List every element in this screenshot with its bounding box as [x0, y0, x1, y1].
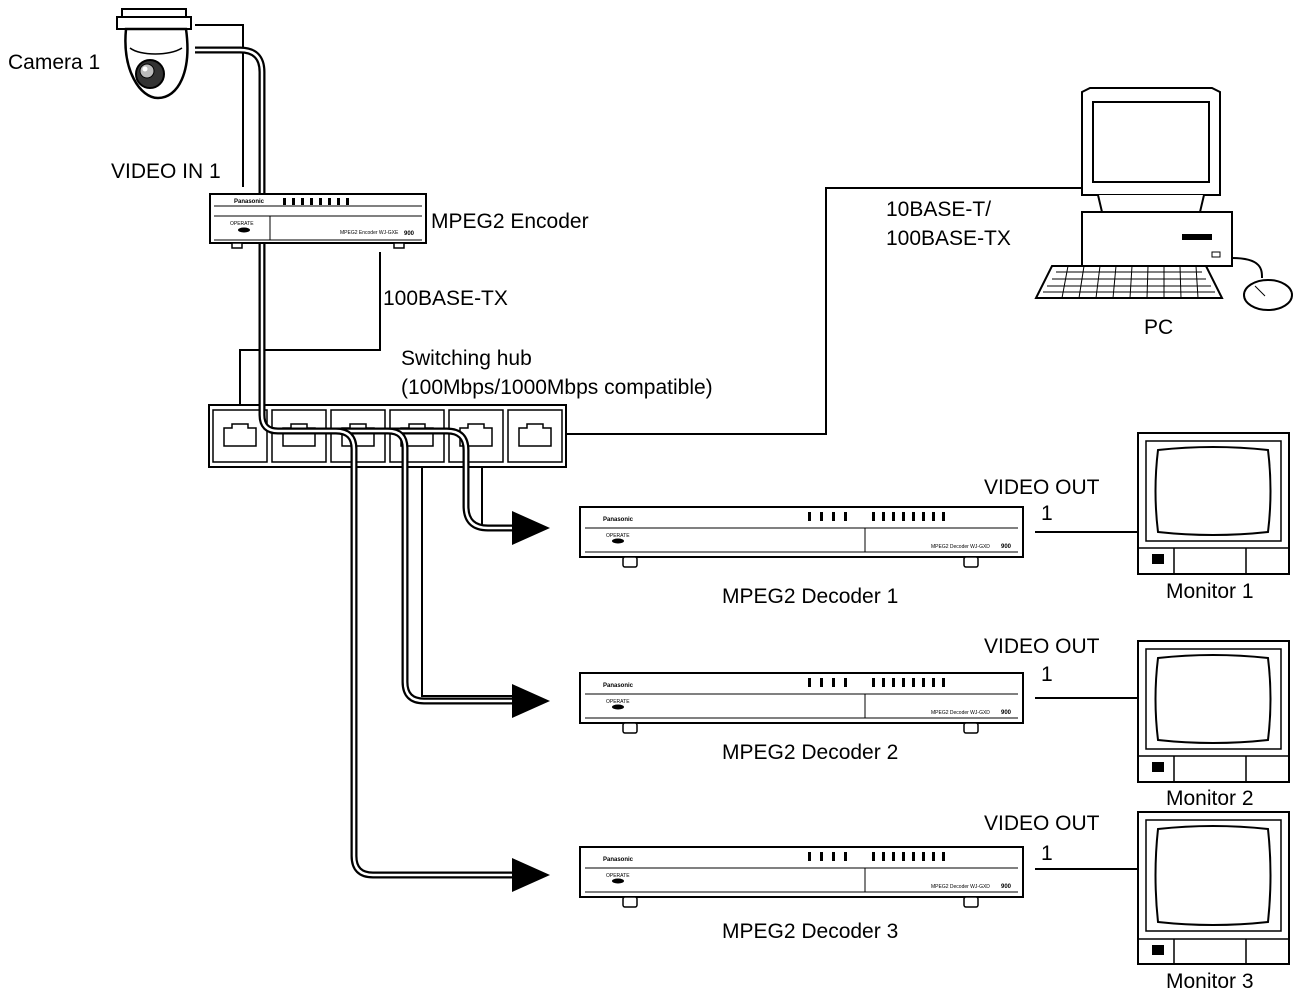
decoder-3-model-number: 900 [1001, 884, 1012, 890]
stream-route-decoder-2 [387, 427, 515, 705]
decoder-1-model-number: 900 [1001, 544, 1012, 550]
encoder-operate-label: OPERATE [230, 221, 254, 227]
encoder-link-label: 100BASE-TX [383, 287, 508, 310]
video-out-label-3: VIDEO OUT [984, 812, 1100, 835]
cable-encoder-to-hub [239, 252, 381, 412]
decoder-1-status-leds [808, 512, 945, 521]
monitor-2-icon [1137, 640, 1290, 783]
hub-port-2 [271, 409, 327, 463]
cable-pc-to-hub [565, 187, 1100, 435]
pc-link-label-line-2: 100BASE-TX [886, 227, 1011, 250]
decoder-2-label: MPEG2 Decoder 2 [722, 741, 899, 764]
decoder-1-brand: Panasonic [603, 517, 634, 523]
video-out-channel-2: 1 [1041, 663, 1053, 686]
decoder-1-label: MPEG2 Decoder 1 [722, 585, 899, 608]
encoder-indicator-leds [283, 198, 349, 205]
video-in-label: VIDEO IN 1 [111, 160, 221, 183]
decoder-2-model-number: 900 [1001, 710, 1012, 716]
switching-hub [208, 404, 567, 468]
decoder-3-label: MPEG2 Decoder 3 [722, 920, 899, 943]
video-out-label-2: VIDEO OUT [984, 635, 1100, 658]
encoder-label: MPEG2 Encoder [431, 210, 589, 233]
decoder-3-operate-label: OPERATE [606, 873, 630, 879]
decoder-3-status-leds [808, 852, 945, 861]
pc-icon [1034, 87, 1293, 311]
video-cable-camera [195, 24, 244, 187]
mpeg2-decoder-1: Panasonic OPERATE MPEG2 Decoder WJ-GXD 9… [579, 506, 1024, 568]
mpeg2-encoder-device: Panasonic OPERATE MPEG2 Encoder WJ-GXE 9… [209, 193, 427, 249]
decoder-2-model-label: MPEG2 Decoder WJ-GXD [931, 710, 990, 716]
decoder-1-operate-label: OPERATE [606, 533, 630, 539]
video-out-channel-3: 1 [1041, 842, 1053, 865]
pc-link-label-line-1: 10BASE-T/ [886, 198, 992, 221]
encoder-brand: Panasonic [234, 199, 265, 205]
arrow-to-decoder-2 [512, 684, 550, 718]
decoder-2-brand: Panasonic [603, 683, 634, 689]
dome-camera-icon [116, 8, 192, 100]
video-out-channel-1: 1 [1041, 502, 1053, 525]
arrow-to-decoder-3 [512, 858, 550, 892]
mpeg2-decoder-3: Panasonic OPERATE MPEG2 Decoder WJ-GXD 9… [579, 846, 1024, 908]
encoder-model-label: MPEG2 Encoder WJ-GXE [340, 230, 399, 236]
camera-label: Camera 1 [8, 51, 101, 74]
decoder-2-operate-label: OPERATE [606, 699, 630, 705]
pc-label: PC [1144, 316, 1174, 339]
hub-subtitle: (100Mbps/1000Mbps compatible) [401, 376, 713, 399]
monitor-1-icon [1137, 432, 1290, 575]
decoder-3-model-label: MPEG2 Decoder WJ-GXD [931, 884, 990, 890]
encoder-model-number: 900 [404, 231, 415, 237]
stream-route-decoder-3 [335, 427, 515, 879]
hub-port-3 [330, 409, 386, 463]
decoder-2-status-leds [808, 678, 945, 687]
decoder-1-model-label: MPEG2 Decoder WJ-GXD [931, 544, 990, 550]
video-out-label-1: VIDEO OUT [984, 476, 1100, 499]
arrow-to-decoder-1 [512, 511, 550, 545]
stream-route-main [195, 46, 515, 532]
hub-port-1 [212, 409, 268, 463]
hub-port-6 [507, 409, 563, 463]
monitor-1-label: Monitor 1 [1166, 580, 1254, 603]
mpeg2-decoder-2: Panasonic OPERATE MPEG2 Decoder WJ-GXD 9… [579, 672, 1024, 734]
hub-title: Switching hub [401, 347, 532, 370]
cable-hub-to-decoder-2 [421, 440, 525, 697]
arrowheads [512, 511, 550, 892]
decoder-3-brand: Panasonic [603, 857, 634, 863]
monitor-2-label: Monitor 2 [1166, 787, 1254, 810]
monitor-3-label: Monitor 3 [1166, 970, 1254, 993]
hub-port-4 [389, 409, 445, 463]
monitor-3-icon [1137, 811, 1290, 965]
